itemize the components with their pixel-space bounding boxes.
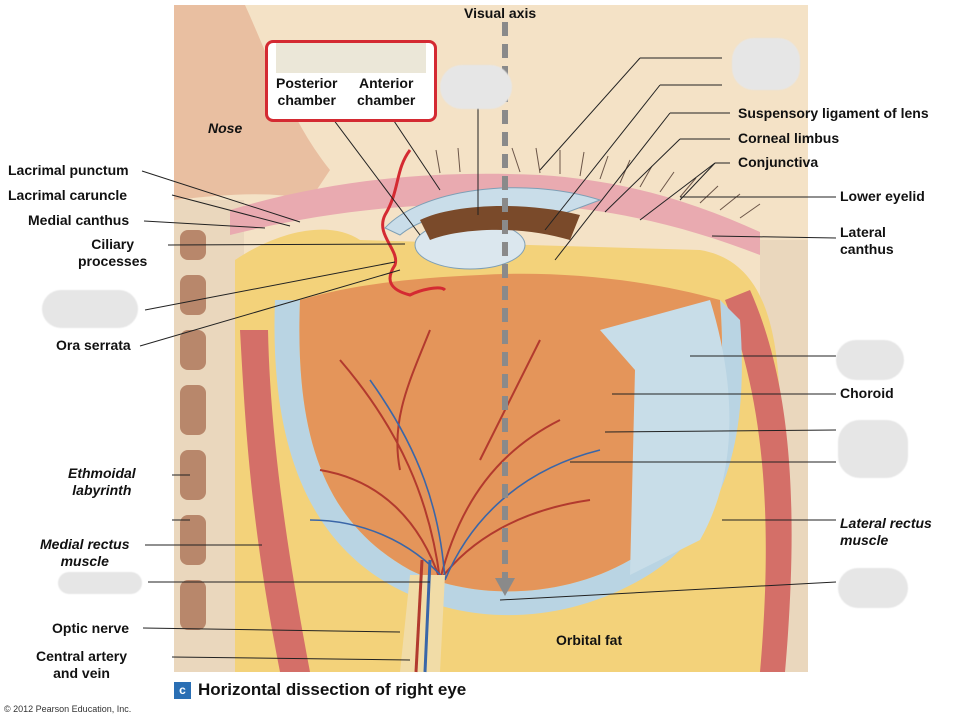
central-artery-line: [414, 559, 424, 673]
eyelid-band: [230, 173, 760, 255]
blank-label-6: [58, 572, 142, 594]
red-annotation-bracket: [381, 149, 447, 297]
caption-letter-badge: c: [174, 681, 191, 699]
retina-interior: [299, 273, 723, 592]
ethmoidal-labyrinth-label: Ethmoidal labyrinth: [68, 465, 136, 498]
ethmoidal-cells: [180, 230, 206, 630]
choroid-cutaway: [600, 300, 730, 575]
lateral-rectus-shape: [725, 290, 792, 672]
nose-region: [174, 5, 330, 200]
chamber-box-shade: [276, 43, 426, 73]
chamber-highlight-box: [265, 40, 437, 122]
caption-text: Horizontal dissection of right eye: [198, 680, 467, 699]
posterior-chamber-label: Posterior chamber: [276, 75, 338, 108]
lower-eyelid-label: Lower eyelid: [840, 188, 925, 204]
eyelashes: [435, 147, 761, 219]
lateral-canthus-label: Lateral canthus: [840, 224, 894, 257]
orbital-fat-label: Orbital fat: [556, 632, 623, 648]
leader-lines: [139, 57, 837, 661]
optic-nerve-label: Optic nerve: [52, 620, 130, 636]
anterior-chamber-label: Anterior chamber: [357, 75, 416, 108]
central-artery-vein-label: Central artery and vein: [36, 648, 128, 681]
medial-rectus-label: Medial rectus muscle: [40, 536, 130, 569]
visual-axis-arrowhead: [495, 578, 515, 596]
blank-label-1: [732, 38, 800, 90]
blank-label-7: [838, 568, 908, 608]
corneal-limbus-label: Corneal limbus: [738, 130, 840, 146]
blank-label-2: [440, 65, 512, 109]
medial-canthus-label: Medial canthus: [28, 212, 130, 228]
iris: [420, 205, 580, 240]
nose-label: Nose: [208, 120, 243, 136]
blank-label-3: [42, 290, 138, 328]
figure-caption: c Horizontal dissection of right eye: [174, 678, 466, 702]
suspensory-ligament-label: Suspensory ligament of lens: [738, 105, 929, 121]
lateral-rectus-label: Lateral rectus muscle: [840, 515, 932, 548]
retinal-veins: [309, 379, 601, 581]
choroid-label: Choroid: [840, 385, 894, 401]
blank-label-5: [838, 420, 908, 478]
copyright-notice: © 2012 Pearson Education, Inc.: [4, 704, 132, 714]
lacrimal-punctum-label: Lacrimal punctum: [8, 162, 129, 178]
optic-nerve-shape: [400, 575, 445, 672]
visual-axis-label: Visual axis: [464, 5, 537, 21]
central-vein-line: [423, 559, 432, 673]
blank-label-4: [836, 340, 904, 380]
medial-rectus-shape: [240, 330, 310, 672]
ciliary-processes-label: Ciliary processes: [78, 236, 148, 269]
retinal-vessels: [319, 329, 591, 581]
lacrimal-caruncle-label: Lacrimal caruncle: [8, 187, 128, 203]
ora-serrata-label: Ora serrata: [56, 337, 131, 353]
conjunctiva-label: Conjunctiva: [738, 154, 819, 170]
